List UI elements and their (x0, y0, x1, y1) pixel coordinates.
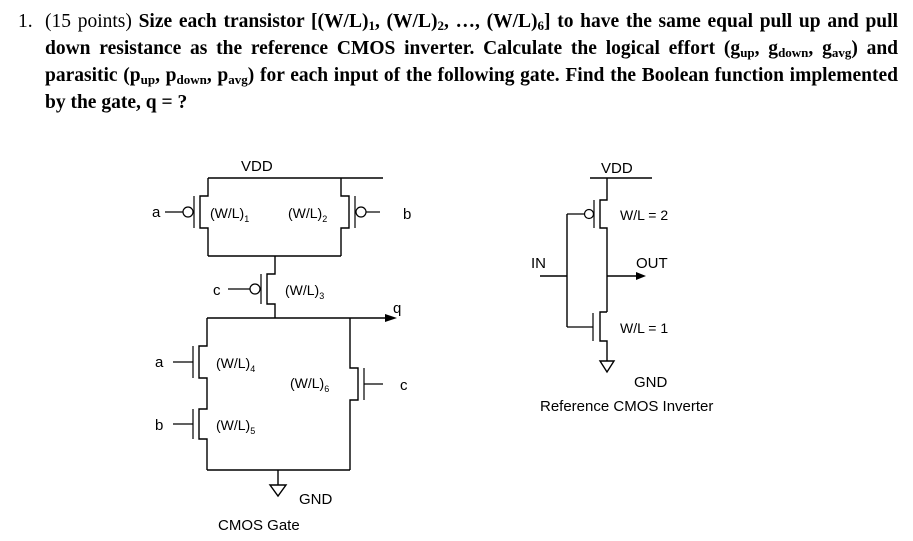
gate-input-c-top: c (213, 282, 221, 299)
gate-input-a-top: a (152, 204, 161, 221)
inverter-ground-icon (598, 360, 616, 374)
wl5-label: (W/L)5 (216, 417, 255, 436)
reference-inverter-diagram: VDD W/L = 2 IN OUT W/L = 1 GND Reference… (531, 160, 713, 415)
pmos-2: b (W/L)2 (288, 178, 411, 256)
gate-output-q: q (393, 300, 401, 317)
nmos-5: b (W/L)5 (155, 400, 255, 470)
cmos-gate-diagram: VDD a (W/L)1 b (W/L)2 (152, 158, 411, 534)
nmos-4: a (W/L)4 (155, 318, 255, 400)
pmos-1: a (W/L)1 (152, 178, 249, 256)
problem-text: (15 points) Size each transistor [(W/L)1… (45, 8, 898, 116)
output-node: q (207, 300, 401, 322)
gate-ground-icon (268, 484, 288, 498)
wl6-label: (W/L)6 (290, 375, 329, 394)
inverter-gnd-label: GND (634, 374, 668, 391)
gate-vdd-label: VDD (241, 158, 273, 175)
inverter-pmos-wl: W/L = 2 (620, 207, 668, 223)
pmos-3: c (W/L)3 (213, 256, 324, 318)
problem-points: (15 points) (45, 11, 132, 32)
inverter-in-label: IN (531, 255, 546, 272)
gate-input-a-bottom: a (155, 354, 164, 371)
inverter-output-arrow (636, 272, 646, 280)
gate-caption: CMOS Gate (218, 517, 300, 534)
wl2-label: (W/L)2 (288, 205, 327, 224)
nmos-6: c (W/L)6 (290, 318, 408, 470)
wl3-label: (W/L)3 (285, 282, 324, 301)
inverter-vdd-label: VDD (601, 160, 633, 177)
gate-input-b-top: b (403, 206, 411, 223)
inverter-nmos-wl: W/L = 1 (620, 320, 668, 336)
inverter-pmos: W/L = 2 (567, 178, 668, 312)
gate-gnd-label: GND (299, 491, 333, 508)
problem-number: 1. (18, 11, 33, 32)
wl1-label: (W/L)1 (210, 205, 249, 224)
inverter-out-label: OUT (636, 255, 668, 272)
inverter-nmos: W/L = 1 (567, 311, 668, 361)
inverter-caption: Reference CMOS Inverter (540, 398, 713, 415)
wl4-label: (W/L)4 (216, 355, 255, 374)
problem-body: Size each transistor [(W/L)1, (W/L)2, …,… (45, 11, 899, 113)
gate-input-b-bottom: b (155, 417, 163, 434)
gate-input-c-bottom: c (400, 377, 408, 394)
problem-statement: 1. (15 points) Size each transistor [(W/… (18, 8, 898, 116)
